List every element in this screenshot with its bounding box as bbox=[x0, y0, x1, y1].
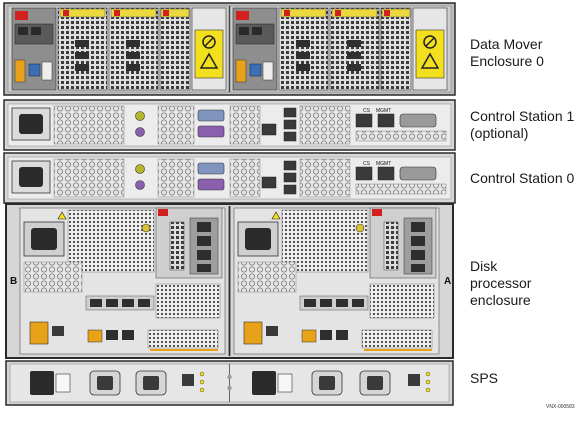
warning-icon bbox=[57, 211, 67, 220]
disk-processor-enclosure: B A bbox=[5, 203, 454, 359]
ps2-port-icon bbox=[135, 180, 145, 190]
control-station-0: CS MGMT bbox=[3, 152, 456, 204]
no-entry-icon bbox=[202, 35, 216, 49]
cs-port-label: CS bbox=[363, 161, 371, 167]
warning-icon bbox=[420, 52, 440, 69]
vga-port-icon bbox=[197, 162, 225, 175]
ps2-port-icon bbox=[135, 127, 145, 137]
dpe-side-a-label: A bbox=[444, 276, 451, 287]
power-switch bbox=[55, 373, 71, 393]
power-inlet-icon bbox=[30, 371, 54, 395]
warning-icon bbox=[271, 211, 281, 220]
power-switch bbox=[277, 373, 293, 393]
storage-processor-b bbox=[19, 207, 226, 355]
label-control-station-1: Control Station 1 (optional) bbox=[470, 108, 575, 141]
ps2-port-icon bbox=[135, 164, 145, 174]
ethernet-port-icon bbox=[261, 176, 277, 189]
ethernet-port-icon bbox=[261, 123, 277, 136]
no-entry-icon bbox=[423, 35, 437, 49]
ethernet-port-icon bbox=[355, 113, 373, 128]
warning-icon bbox=[199, 52, 219, 69]
ethernet-port-icon bbox=[106, 330, 118, 340]
data-mover-right bbox=[232, 7, 448, 91]
mgmt-port-label: MGMT bbox=[376, 161, 391, 167]
ethernet-port-icon bbox=[320, 330, 332, 340]
label-control-station-0: Control Station 0 bbox=[470, 170, 575, 186]
dpe-side-b-label: B bbox=[10, 276, 17, 287]
ethernet-port-icon bbox=[197, 222, 211, 232]
label-disk-processor-enclosure: Disk processor enclosure bbox=[470, 258, 532, 308]
label-data-mover-enclosure: Data Mover Enclosure 0 bbox=[470, 36, 544, 69]
control-station-1: CS MGMT bbox=[3, 99, 456, 151]
data-mover-enclosure bbox=[3, 2, 456, 96]
label-sps: SPS bbox=[470, 370, 499, 386]
sps-unit bbox=[5, 360, 454, 406]
data-mover-left bbox=[11, 7, 227, 91]
power-inlet-icon bbox=[252, 371, 276, 395]
usb-port-icon bbox=[283, 107, 297, 118]
figure-id: VNX-000583 bbox=[546, 404, 575, 410]
mgmt-port-label: MGMT bbox=[376, 108, 391, 114]
ps2-port-icon bbox=[135, 111, 145, 121]
vga-port-icon bbox=[197, 109, 225, 122]
ethernet-port-icon bbox=[355, 166, 373, 181]
cs-port-label: CS bbox=[363, 108, 371, 114]
storage-processor-a bbox=[233, 207, 440, 355]
ethernet-port-icon bbox=[411, 222, 425, 232]
usb-port-icon bbox=[283, 160, 297, 171]
